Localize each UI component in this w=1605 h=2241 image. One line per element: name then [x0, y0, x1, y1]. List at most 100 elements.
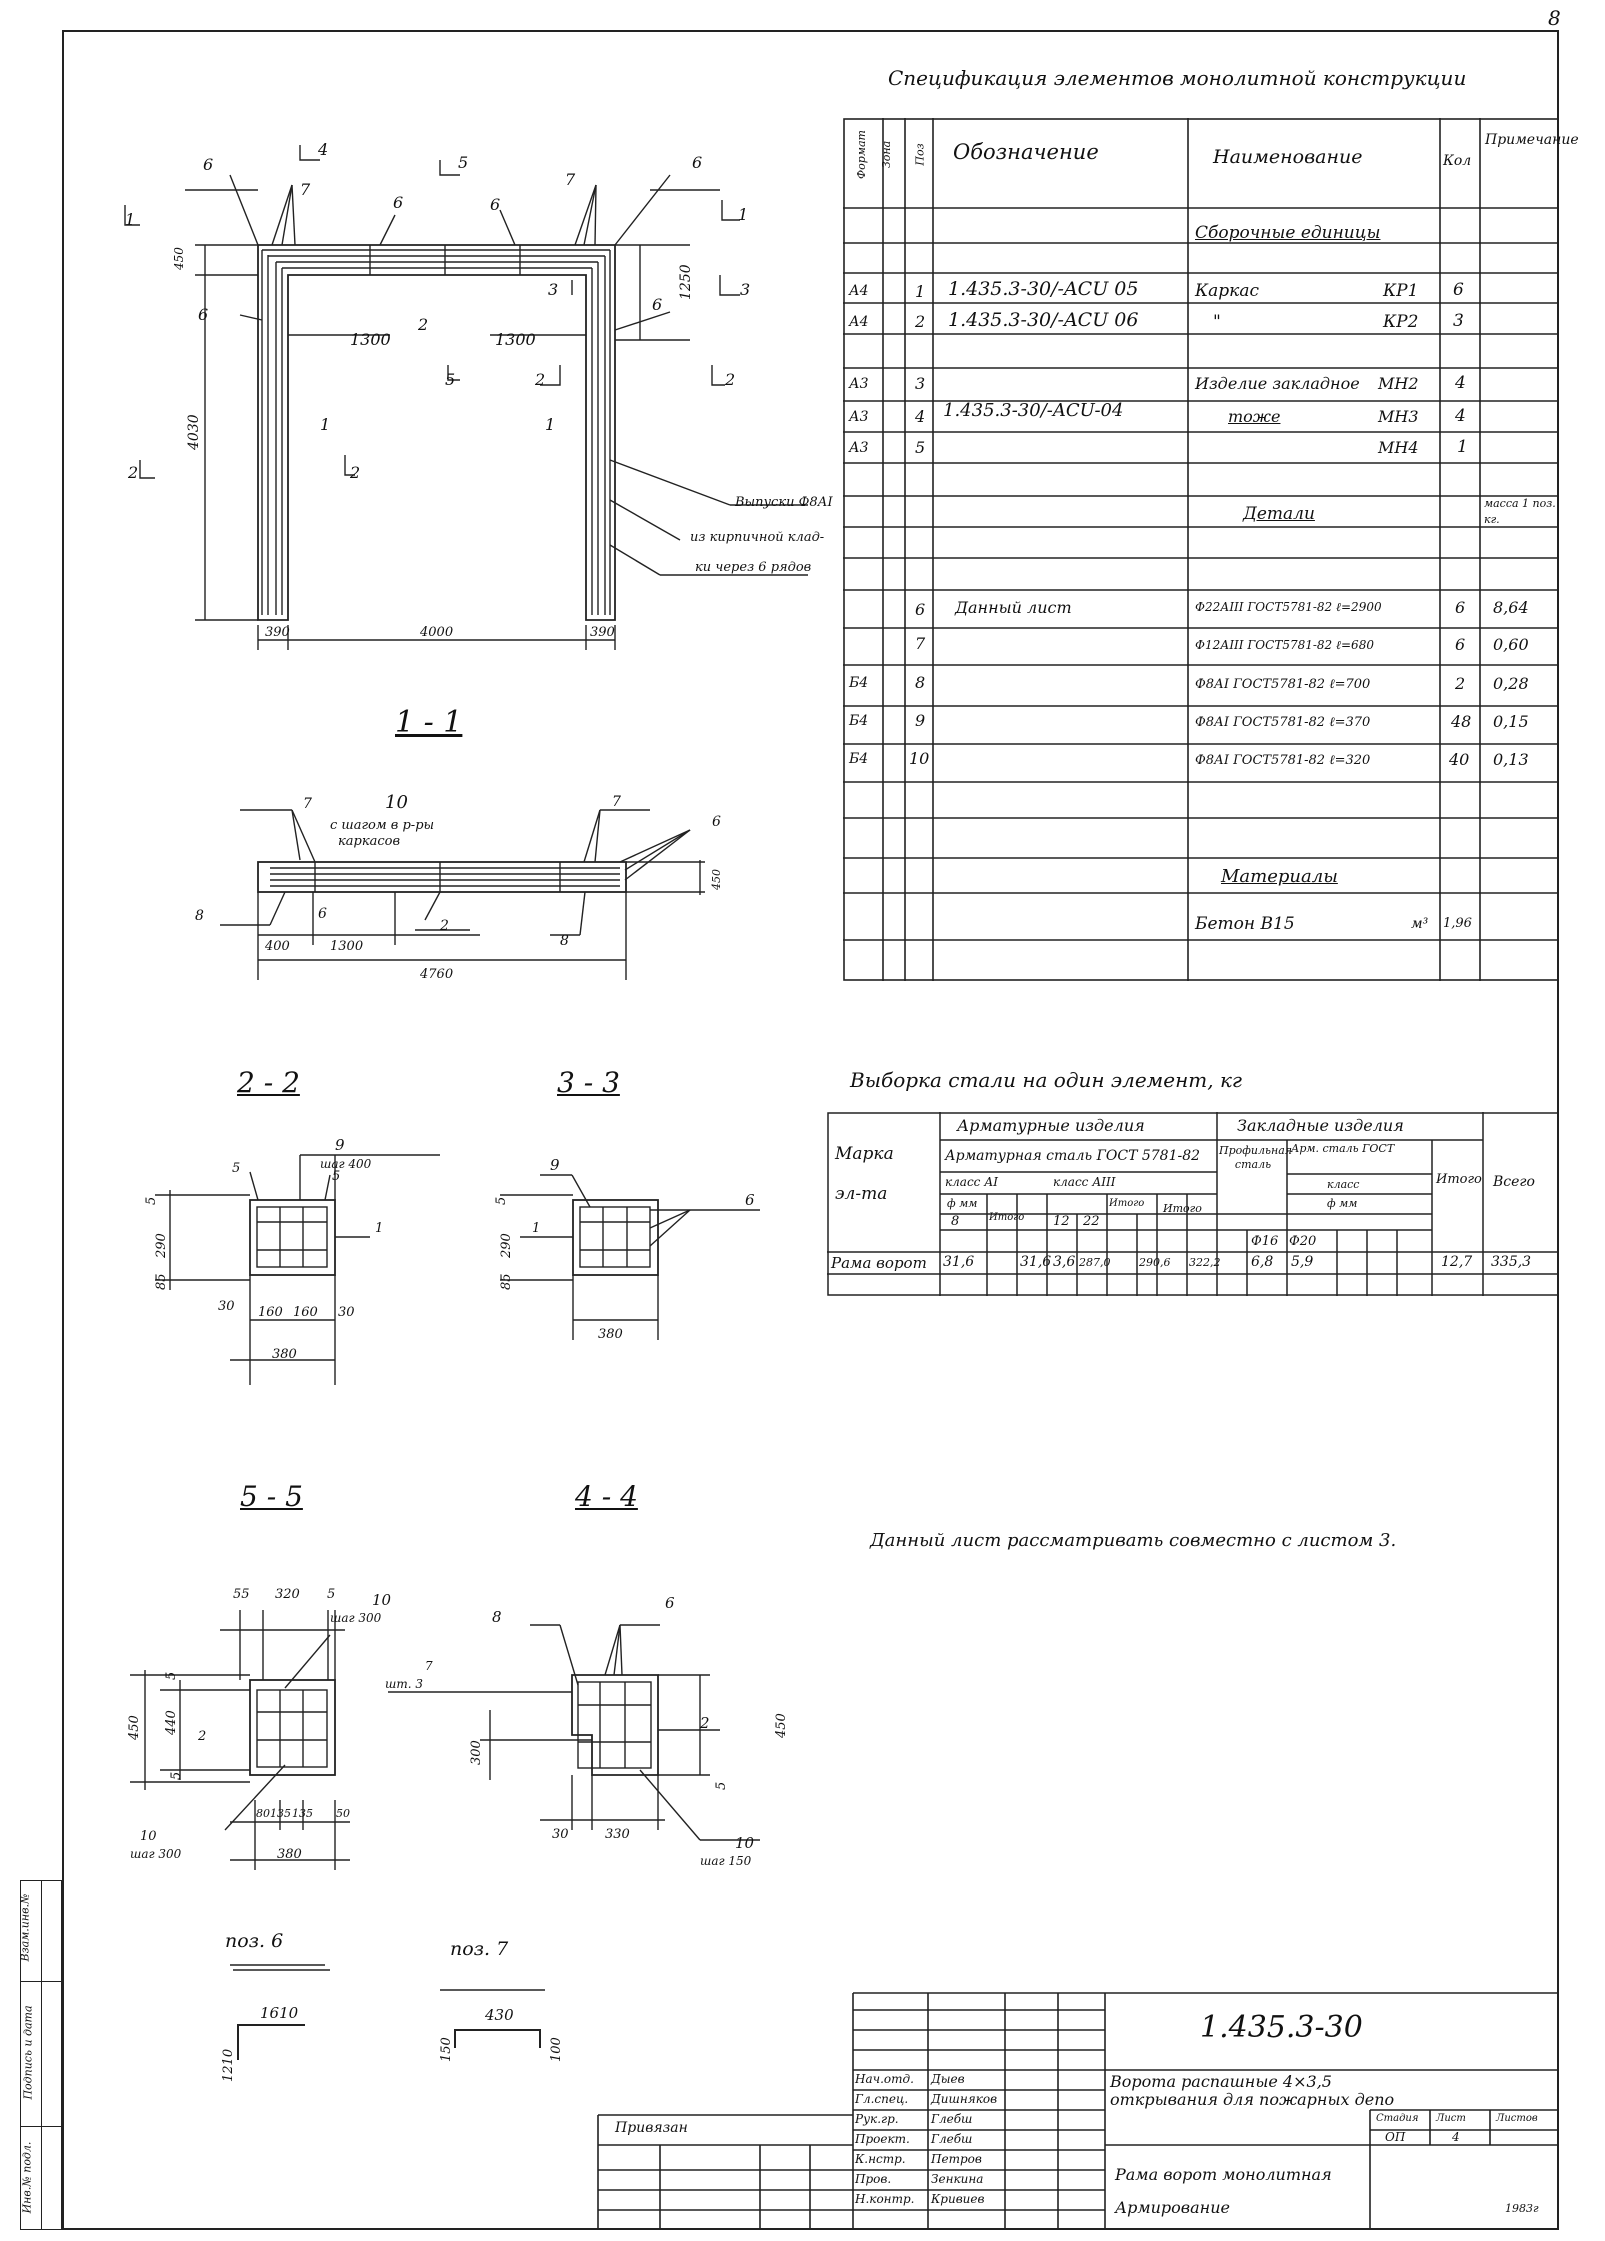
elev-label-1c: 1 — [320, 415, 330, 434]
steel-d-3: 22 — [1083, 1214, 1100, 1229]
sec11-label-1300: 1300 — [330, 939, 363, 954]
spec-row-2-pos: 2 — [915, 312, 926, 331]
shag-text: с шагом в р-ры — [330, 818, 435, 833]
side-stamp: Взам.инв.№ Подпись и дата Инв.№ подл. — [18, 1880, 62, 2230]
sec11-label-400: 400 — [264, 939, 290, 954]
sec55-dim-135b: 135 — [292, 1807, 313, 1820]
elev-label-4000: 4000 — [419, 625, 453, 640]
elev-label-5: 5 — [458, 153, 468, 172]
sec22-label-5a: 5 — [232, 1161, 240, 1176]
sheet-note: Данный лист рассматривать совместно с ли… — [870, 1530, 1397, 1551]
elev-label-4030: 4030 — [186, 414, 202, 451]
section-2-2-title: 2 - 2 — [237, 1066, 300, 1099]
pos7-dim-100: 100 — [549, 2037, 564, 2062]
spec-row-7-note: 8,64 — [1493, 598, 1529, 617]
spec-row-6-note: масса 1 поз. кг. — [1484, 497, 1556, 526]
pos6-dim-1210: 1210 — [221, 2049, 236, 2082]
spec-row-4-designation: 1.435.3-30/-ACU-04 — [943, 400, 1124, 421]
sec11-label-10: 10 — [385, 792, 408, 813]
steel-h-class: класс — [1327, 1178, 1360, 1191]
spec-row-2-qty: 3 — [1453, 311, 1464, 331]
steel-row-v4: 290,6 — [1139, 1256, 1171, 1269]
person-name-0: Дыев — [931, 2072, 965, 2086]
spec-row-3-qty: 4 — [1455, 373, 1466, 393]
spec-row-13-unit: м³ — [1411, 916, 1429, 932]
steel-h-armst2: Арм. сталь ГОСТ — [1291, 1142, 1395, 1155]
stamp-sheet-title2: Армирование — [1115, 2198, 1230, 2217]
steel-row-v1: 31,6 — [1020, 1254, 1052, 1270]
spec-row-5-pos: 5 — [915, 438, 926, 457]
steel-row-v10: 12,7 — [1441, 1254, 1473, 1270]
sec44-label-8: 8 — [492, 1608, 502, 1626]
elev-label-390b: 390 — [590, 625, 615, 640]
stamp-title1: Ворота распашные 4×3,5 — [1110, 2072, 1332, 2091]
person-name-1: Дишняков — [931, 2092, 998, 2106]
stamp-stage: ОП — [1385, 2130, 1406, 2144]
steel-h-total-sub: Итого — [1163, 1202, 1202, 1215]
sec22-dim-5: 5 — [144, 1197, 159, 1205]
pos-bars — [230, 1964, 545, 2060]
steel-h-fmm: ф мм — [1327, 1197, 1358, 1210]
frame-elevation — [124, 145, 808, 650]
elev-label-6b: 6 — [393, 193, 403, 212]
spec-row-9-note: 0,28 — [1493, 674, 1529, 693]
spec-row-11-qty: 40 — [1449, 750, 1470, 769]
sec22-dim-160b: 160 — [293, 1305, 318, 1320]
steel-row-mark: Рама ворот — [831, 1254, 927, 1272]
spec-row-11-pos: 10 — [909, 749, 930, 768]
elev-label-1b: 1 — [125, 210, 135, 229]
section-1-1-drawing — [220, 809, 705, 980]
callout-vypuski: Выпуски Ф8АI — [735, 495, 833, 510]
spec-row-4-pos: 4 — [915, 407, 926, 426]
spec-row-4-mark: МН3 — [1378, 407, 1419, 426]
sec44-dim-450: 450 — [774, 1713, 789, 1739]
sec33-dim-290: 290 — [499, 1233, 514, 1259]
spec-row-6-name: Детали — [1243, 504, 1315, 524]
sec22-dim-30a: 30 — [218, 1299, 235, 1314]
spec-row-10-name: Ф8АI ГОСТ5781-82 ℓ=370 — [1195, 715, 1371, 730]
sec11-label-7b: 7 — [612, 794, 621, 810]
steel-d-7: Ф20 — [1289, 1234, 1317, 1249]
spec-row-3-mark: МН2 — [1378, 374, 1419, 393]
steel-h-prof: Профильная сталь — [1219, 1144, 1293, 1171]
spec-row-9-qty: 2 — [1455, 674, 1466, 693]
spec-h-designation: Обозначение — [953, 140, 1099, 164]
sec33-dim-5: 5 — [494, 1197, 509, 1205]
steel-title: Выборка стали на один элемент, кг — [850, 1068, 1243, 1092]
pos7-title: поз. 7 — [450, 1938, 509, 1960]
section-4-4-title: 4 - 4 — [575, 1480, 638, 1513]
stamp-stage-h: Стадия — [1376, 2113, 1419, 2124]
spec-row-10-format: Б4 — [849, 713, 869, 729]
stamp-privyazan: Привязан — [615, 2120, 688, 2136]
elev-label-6c: 6 — [490, 195, 500, 214]
spec-row-1-name: Каркас — [1195, 281, 1259, 301]
spec-row-2-format: А4 — [849, 314, 869, 330]
spec-row-5-mark: МН4 — [1378, 438, 1419, 457]
spec-row-5-format: А3 — [849, 440, 869, 456]
elev-label-1300b: 1300 — [495, 330, 536, 349]
spec-row-2-name: " — [1213, 312, 1221, 332]
spec-row-1-designation: 1.435.3-30/-ACU 05 — [948, 278, 1139, 300]
elev-label-7a: 7 — [300, 180, 311, 199]
person-name-4: Петров — [931, 2152, 982, 2166]
sec55-dim-440: 440 — [164, 1710, 179, 1736]
section-5-5-drawing — [130, 1610, 350, 1870]
title-block-grid — [597, 1992, 1559, 2230]
spec-row-7-pos: 6 — [915, 600, 926, 619]
spec-row-3-pos: 3 — [915, 374, 926, 393]
steel-h-emb: Закладные изделия — [1237, 1116, 1404, 1135]
sec55-dim-50: 50 — [336, 1807, 350, 1820]
person-role-0: Нач.отд. — [855, 2072, 914, 2086]
elev-label-2c: 2 — [724, 370, 735, 389]
steel-d-4: Итого — [1109, 1198, 1145, 1209]
spec-row-9-format: Б4 — [849, 675, 869, 691]
elev-label-3b: 3 — [548, 280, 558, 299]
sec22-dim-85: 85 — [154, 1273, 169, 1290]
spec-h-note: Примечание — [1485, 132, 1579, 148]
person-role-3: Проект. — [855, 2132, 910, 2146]
steel-d-2: 12 — [1053, 1214, 1070, 1229]
spec-row-8-note: 0,60 — [1493, 635, 1529, 654]
elev-label-1a: 1 — [738, 205, 748, 224]
elev-label-450: 450 — [172, 247, 186, 271]
